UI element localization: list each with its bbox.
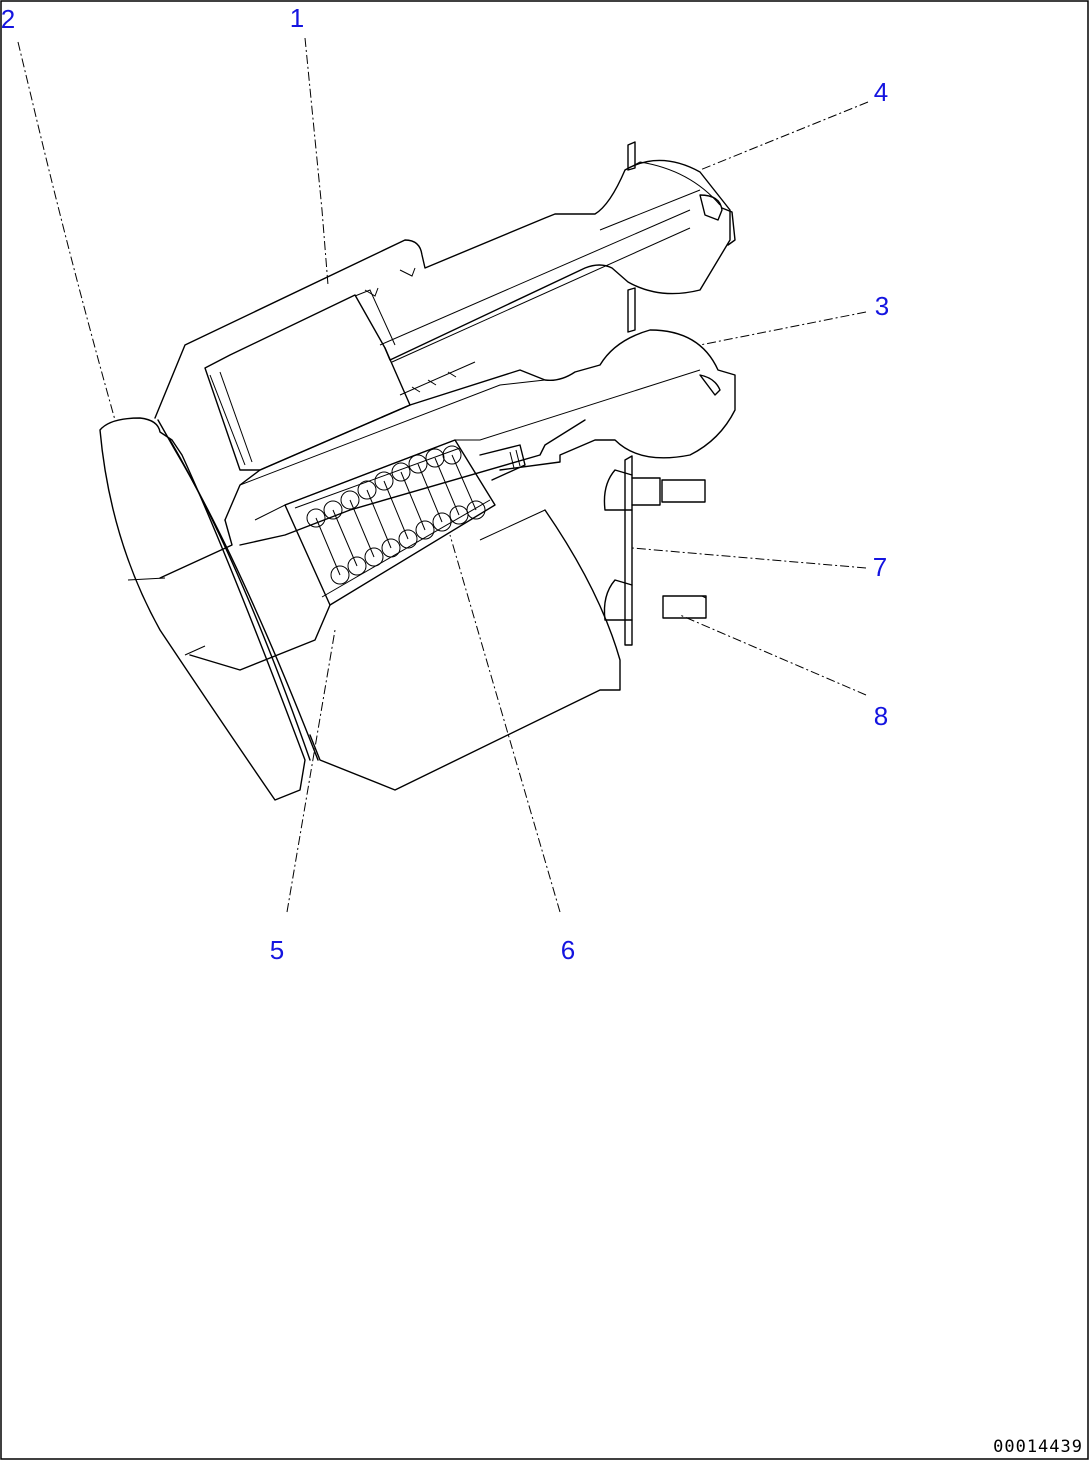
drawing-id: 00014439 (993, 1437, 1083, 1457)
part-3-lower-rod (159, 329, 736, 579)
part-6-spring (306, 445, 486, 585)
part-7-bracket (603, 141, 661, 646)
callout-2: 2 (1, 4, 15, 34)
part-8-blocks (661, 479, 707, 619)
part-5-spring-housing (189, 439, 621, 791)
callout-4: 4 (874, 77, 888, 107)
part-2-housing (99, 417, 319, 801)
leader-lines (17, 37, 869, 913)
callout-5: 5 (270, 935, 284, 965)
callout-8: 8 (874, 701, 888, 731)
callout-7: 7 (873, 552, 887, 582)
part-1-cylinder (154, 159, 736, 471)
callouts: 1 2 3 4 5 6 7 8 (1, 3, 889, 965)
callout-6: 6 (561, 935, 575, 965)
callout-1: 1 (290, 3, 304, 33)
callout-3: 3 (875, 291, 889, 321)
